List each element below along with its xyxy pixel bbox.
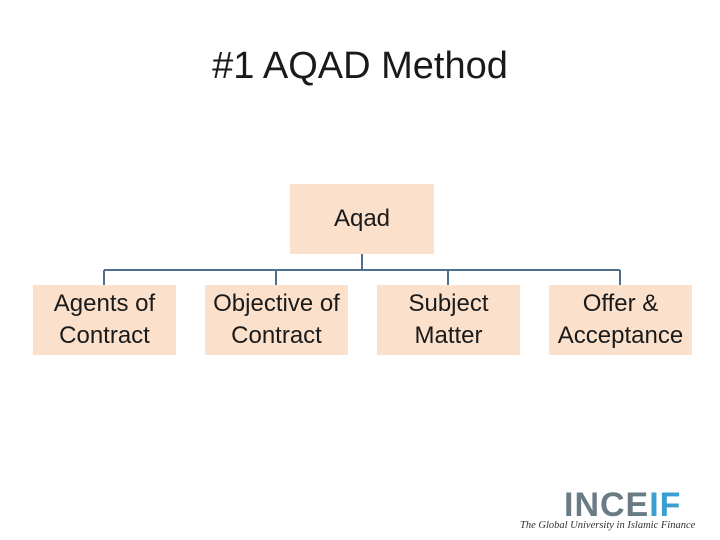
node-objective-of-contract-label: Objective of Contract (213, 290, 340, 349)
logo-wordmark-part1: INCE (564, 486, 650, 524)
logo-wordmark-part2: IF (649, 486, 682, 524)
slide-title: #1 AQAD Method (212, 45, 508, 87)
node-offer-and-acceptance: Offer & Acceptance (549, 285, 692, 355)
node-objective-of-contract: Objective of Contract (205, 285, 348, 355)
node-aqad-label: Aqad (333, 205, 391, 232)
logo-tagline: The Global University in Islamic Finance (520, 520, 696, 531)
logo-wordmark: INCEIF (564, 488, 681, 522)
node-subject-matter: Subject Matter (377, 285, 520, 355)
node-subject-matter-label: Subject Matter (408, 290, 489, 349)
node-agents-of-contract: Agents of Contract (33, 285, 176, 355)
node-aqad: Aqad (290, 184, 434, 254)
node-agents-of-contract-label: Agents of Contract (53, 290, 156, 349)
inceif-logo: INCEIF The Global University in Islamic … (520, 488, 720, 540)
node-offer-and-acceptance-label: Offer & Acceptance (557, 290, 684, 349)
